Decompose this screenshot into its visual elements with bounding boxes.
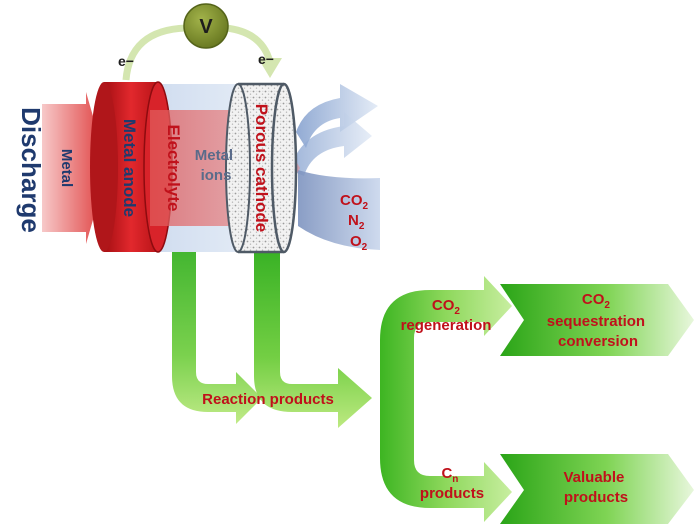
electrolyte-outlet-arrow [172, 252, 262, 424]
gas-co2-sub: 2 [363, 201, 369, 212]
metal-ions-label: Metal ions [195, 147, 238, 184]
valuable-products-line2: products [564, 489, 628, 506]
co2-sequestration-text: sequestration [547, 313, 645, 330]
external-circuit: V e− e− [118, 3, 282, 81]
porous-cathode [225, 82, 298, 254]
gas-label-co2: CO2 [340, 192, 369, 212]
co2-sequestration-sub: 2 [604, 300, 610, 311]
valuable-products-line1: Valuable [563, 469, 624, 486]
discharge-label: Discharge [16, 107, 46, 233]
electron-label-anode: e− [118, 53, 134, 69]
gas-outflow-arrow [296, 84, 378, 148]
gas-label-o2: O2 [350, 233, 368, 253]
co2-sequestration-formula: CO2 [582, 291, 611, 311]
voltmeter-label: V [199, 16, 213, 38]
valuable-products-label: Valuable products [563, 469, 628, 506]
electron-label-cathode: e− [258, 51, 274, 67]
co2-regeneration-label: CO2 regeneration [401, 297, 492, 334]
metal-ions-line2: ions [201, 167, 232, 184]
cathode-label: Porous cathode [252, 104, 271, 232]
cathode-outlet-arrow [254, 252, 372, 428]
gas-o2-base: O [350, 233, 362, 250]
metal-ions-line1: Metal [195, 147, 233, 164]
gas-n2-sub: 2 [359, 221, 365, 232]
co2-conversion-text: conversion [558, 333, 638, 350]
gas-inflow-band [298, 170, 380, 250]
sequestration-arrow [500, 284, 694, 356]
co2-regeneration-sub: 2 [454, 306, 460, 317]
reaction-products-label: Reaction products [202, 391, 334, 408]
product-flow [172, 252, 694, 524]
gas-co2-base: CO [340, 192, 363, 209]
circuit-arrowhead [258, 58, 282, 78]
circuit-wire-left [122, 24, 187, 81]
gas-n2-base: N [348, 212, 359, 229]
gas-flow [290, 84, 380, 250]
metal-label: Metal [58, 149, 75, 187]
anode-label: Metal anode [120, 119, 139, 217]
co2-regeneration-base: CO [432, 297, 455, 314]
gas-return-arrow [290, 112, 372, 176]
gas-label-n2: N2 [348, 212, 365, 232]
voltmeter [183, 3, 229, 49]
co2-regeneration-text: regeneration [401, 317, 492, 334]
co2-sequestration-base: CO [582, 291, 605, 308]
co2-regeneration-formula: CO2 [432, 297, 461, 317]
co2-sequestration-label: CO2 sequestration conversion [547, 291, 650, 350]
cn-products-base: C [441, 465, 452, 482]
cn-products-formula: Cn [441, 465, 458, 485]
gas-o2-sub: 2 [362, 242, 368, 253]
circuit-wire-right [225, 24, 274, 64]
product-splitter-arrow [380, 276, 512, 522]
electrolyte-label: Electrolyte [164, 125, 183, 212]
valuable-products-arrow [500, 454, 694, 524]
cn-products-sub: n [452, 474, 458, 485]
cn-products-label: Cn products [420, 465, 484, 502]
cn-products-text: products [420, 485, 484, 502]
